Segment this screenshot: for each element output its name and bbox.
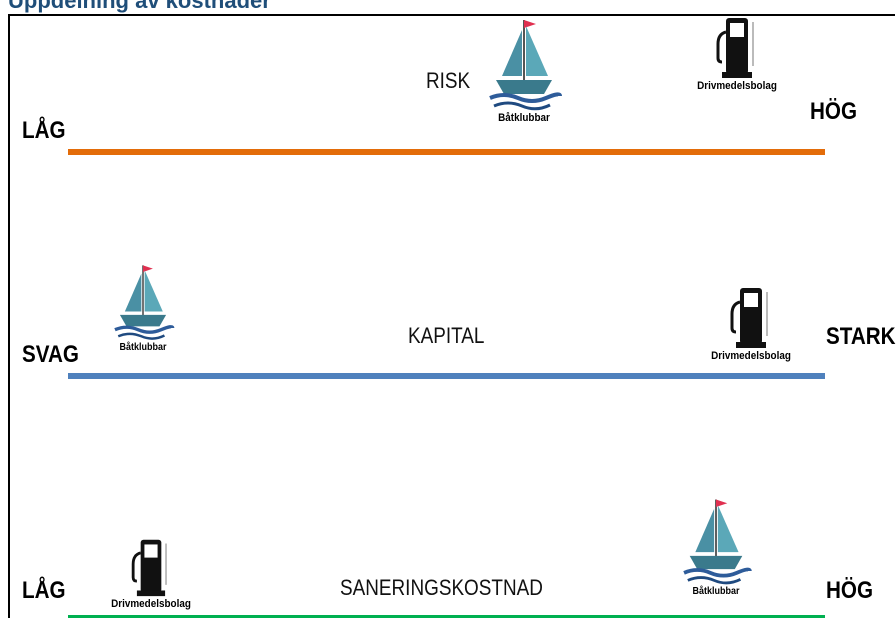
sanering-title: SANERINGSKOSTNAD: [340, 575, 543, 600]
sanering-marker-batklubbar: Båtklubbar: [674, 492, 758, 597]
kapital-scale: KAPITAL SVAG STARK Båtklubbar Drivmedels…: [22, 258, 896, 379]
kapital-marker-drivmedelsbolag-label: Drivmedelsbolag: [711, 350, 791, 362]
sanering-marker-drivmedelsbolag-label: Drivmedelsbolag: [111, 598, 191, 610]
diagram-frame: [8, 14, 895, 618]
sanering-low-label: LÅG: [22, 577, 66, 604]
risk-marker-drivmedelsbolag-label: Drivmedelsbolag: [697, 80, 777, 92]
risk-marker-batklubbar-label: Båtklubbar: [498, 112, 550, 124]
kapital-scale-line: [68, 373, 825, 379]
kapital-marker-drivmedelsbolag: Drivmedelsbolag: [696, 284, 806, 362]
sanering-marker-drivmedelsbolag: Drivmedelsbolag: [96, 536, 206, 610]
sanering-scale-line: [68, 615, 825, 618]
fuel-pump-icon: [730, 288, 768, 348]
risk-high-label: HÖG: [810, 98, 858, 125]
kapital-title: KAPITAL: [408, 323, 485, 348]
kapital-high-label: STARK: [826, 323, 896, 350]
sailboat-icon: [114, 265, 175, 340]
sailboat-icon: [683, 499, 752, 585]
kapital-marker-batklubbar-label: Båtklubbar: [119, 342, 167, 353]
fuel-pump-icon: [131, 539, 167, 597]
page-title: Uppdelning av kostnader: [8, 0, 271, 13]
sailboat-icon: [489, 20, 562, 111]
risk-scale-line: [68, 149, 825, 155]
risk-marker-drivmedelsbolag: Drivmedelsbolag: [682, 14, 792, 92]
risk-marker-batklubbar: Båtklubbar: [482, 12, 566, 124]
fuel-pump-icon: [716, 18, 754, 78]
kapital-low-label: SVAG: [22, 341, 79, 368]
page-header: Uppdelning av kostnader: [0, 0, 896, 14]
sanering-marker-batklubbar-label: Båtklubbar: [692, 586, 740, 597]
risk-scale: RISK LÅG HÖG Båtklubbar Drivmedelsbolag: [0, 0, 896, 170]
kapital-marker-batklubbar: Båtklubbar: [108, 258, 178, 353]
risk-low-label: LÅG: [22, 117, 66, 144]
sanering-high-label: HÖG: [826, 577, 874, 604]
risk-title: RISK: [426, 68, 471, 93]
